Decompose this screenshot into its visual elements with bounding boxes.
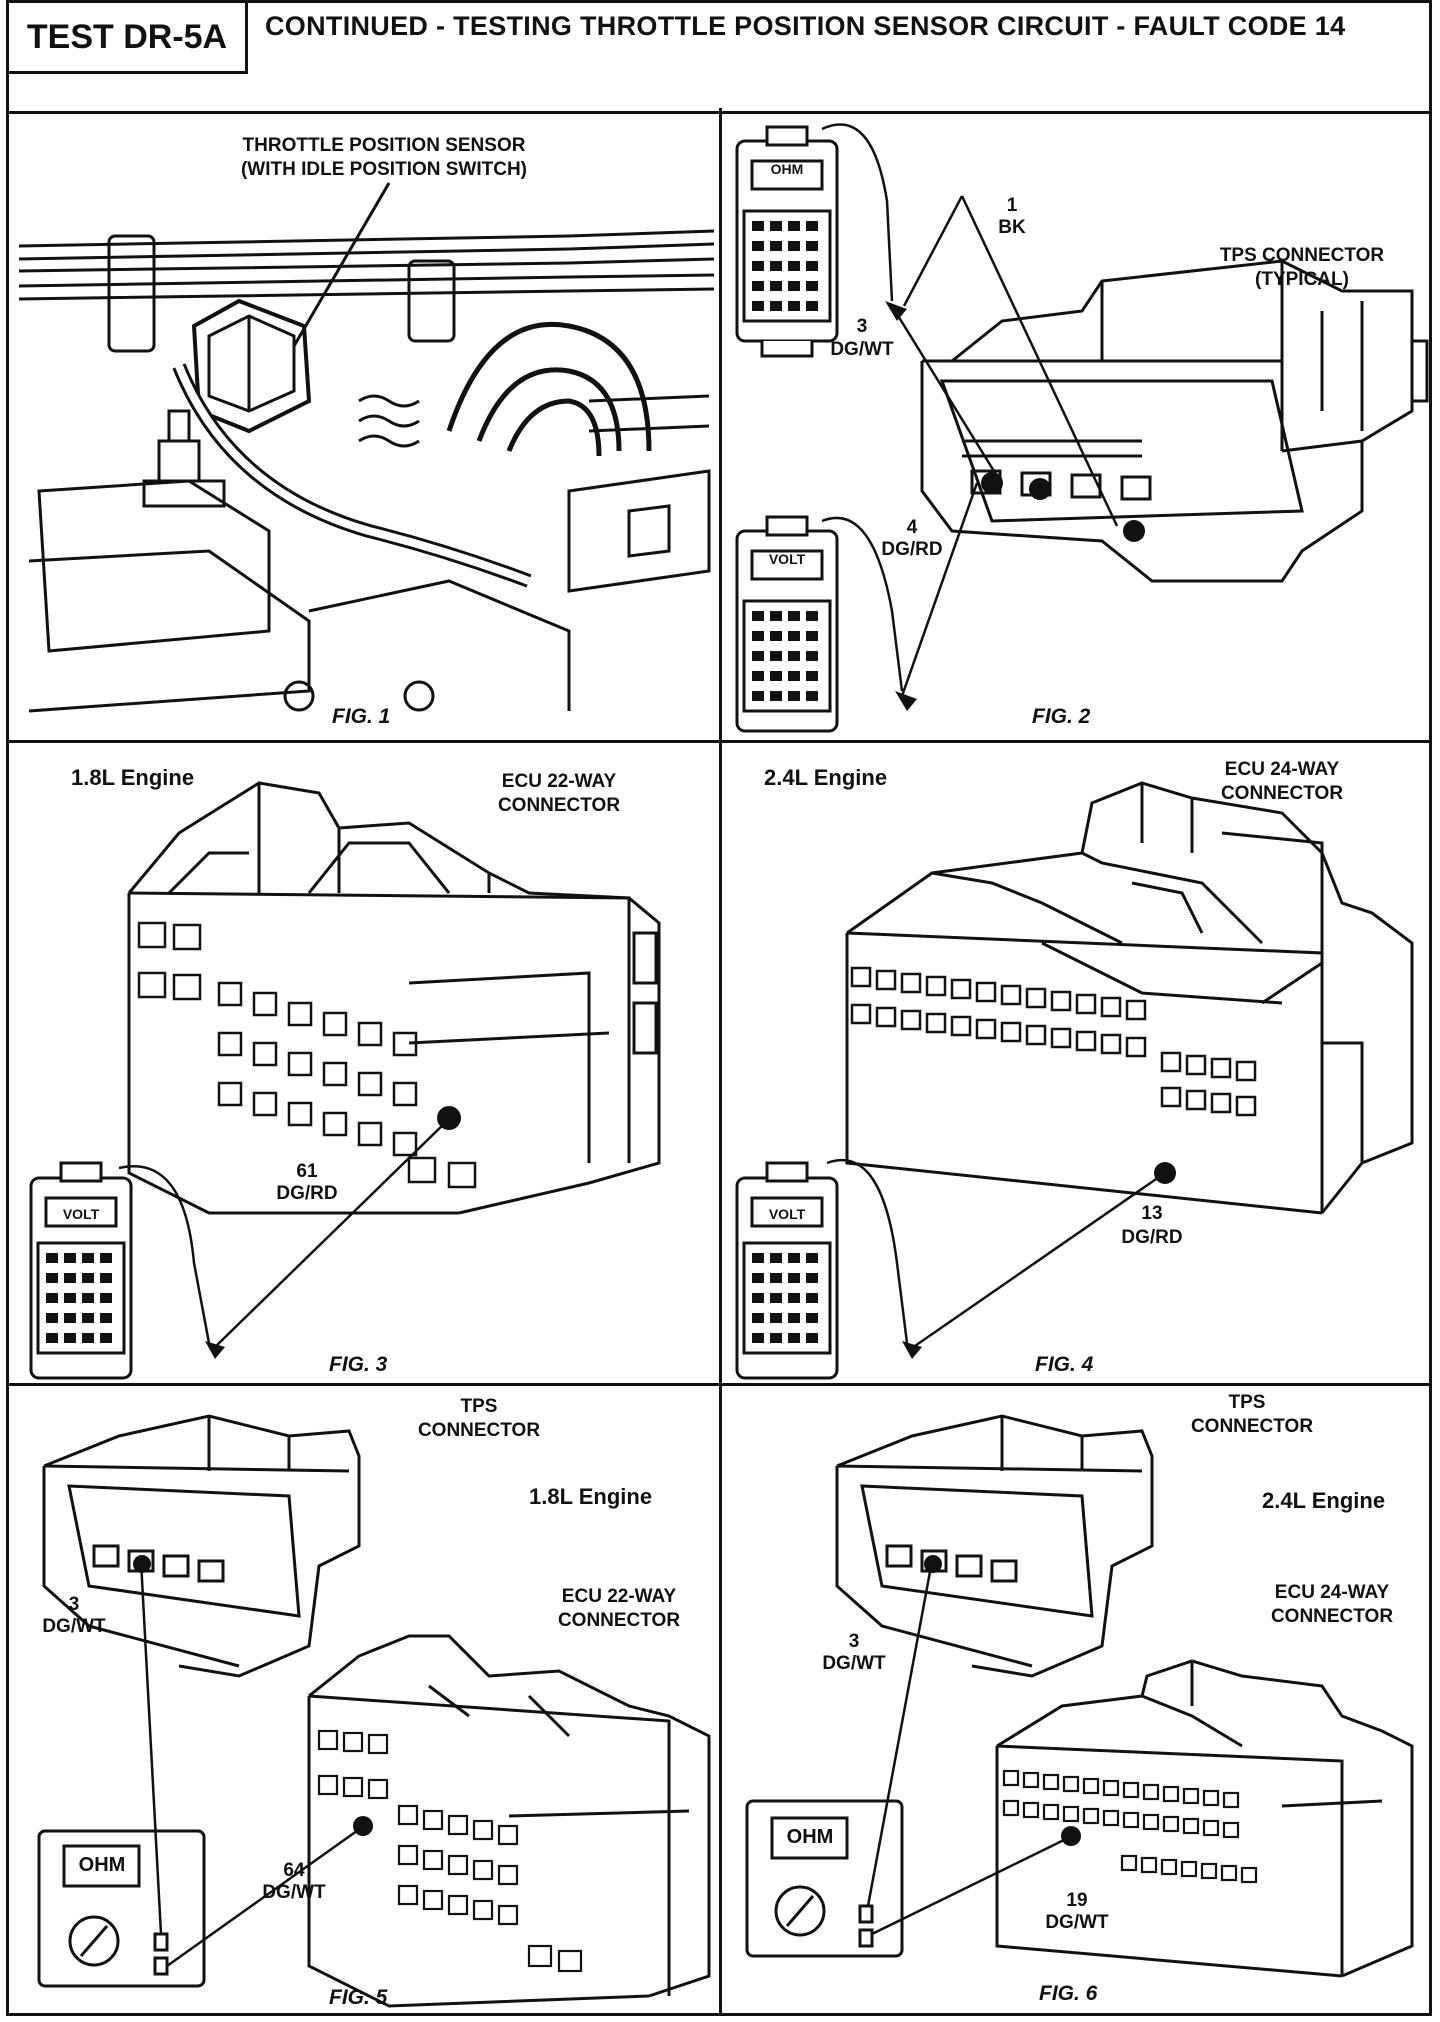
pin3-number: 3 bbox=[856, 316, 868, 337]
fig6-tps-line2: CONNECTOR bbox=[1190, 1416, 1314, 1437]
ecu24-pin-grid bbox=[1002, 1769, 1258, 1884]
fig5-tps-pin-number: 3 bbox=[68, 1594, 80, 1615]
fig2-panel: OHM VOLT 1 BK TPS CONNECTOR (TYPICAL) 3 … bbox=[722, 111, 1429, 740]
pin3-wire: DG/WT bbox=[830, 339, 894, 360]
tps-connector-illustration bbox=[735, 123, 1429, 733]
fig4-label: FIG. 4 bbox=[1035, 1353, 1094, 1376]
ohmmeter bbox=[745, 1799, 904, 1958]
ecu22-pin-grid bbox=[317, 1729, 583, 1973]
tps-to-ecu22-continuity-illustration bbox=[37, 1414, 711, 2008]
drb-keypad bbox=[46, 1253, 112, 1343]
ecu22-label-line1: ECU 22-WAY bbox=[501, 771, 617, 792]
ohmmeter-display: OHM bbox=[786, 1826, 834, 1848]
fig6-tps-line1: TPS bbox=[1228, 1392, 1266, 1413]
fig6-panel: TPS CONNECTOR 2.4L Engine ECU 24-WAY CON… bbox=[722, 1386, 1429, 2016]
fig6-tps-pin-wire: DG/WT bbox=[822, 1653, 886, 1674]
fig6-ecu-pin-wire: DG/WT bbox=[1045, 1912, 1109, 1933]
fig1-label: FIG. 1 bbox=[332, 705, 391, 728]
fig5-panel: TPS CONNECTOR 1.8L Engine ECU 22-WAY CON… bbox=[9, 1386, 719, 2016]
fig5-tps-line1: TPS bbox=[460, 1396, 498, 1417]
drb-display: VOLT bbox=[62, 1206, 100, 1222]
ecu22-pin-grid bbox=[137, 921, 477, 1189]
tps-to-ecu24-continuity-illustration bbox=[745, 1414, 1414, 1978]
tps-connector-line2: (TYPICAL) bbox=[1255, 269, 1349, 290]
drb-bottom-display: VOLT bbox=[768, 551, 806, 567]
ecu24-label-line2: CONNECTOR bbox=[1220, 783, 1344, 804]
drb-bottom-keypad bbox=[752, 611, 818, 701]
fig6-engine-label: 2.4L Engine bbox=[1262, 1488, 1386, 1513]
fig5-ecu-line1: ECU 22-WAY bbox=[561, 1586, 677, 1607]
drb-top-display: OHM bbox=[770, 161, 804, 177]
ecu-24-way-connector-illustration bbox=[735, 781, 1414, 1380]
column-divider bbox=[719, 108, 722, 2016]
ecu-22-way-connector-illustration bbox=[29, 781, 661, 1380]
fig3-label: FIG. 3 bbox=[329, 1353, 388, 1376]
fig4-panel: 2.4L Engine ECU 24-WAY CONNECTOR 13 DG/R… bbox=[722, 743, 1429, 1383]
fig5-tps-line2: CONNECTOR bbox=[417, 1420, 541, 1441]
row-divider-1 bbox=[9, 740, 1429, 743]
fig6-ecu-line2: CONNECTOR bbox=[1270, 1606, 1394, 1627]
ecu24-pin-grid bbox=[850, 966, 1257, 1117]
drb-tool bbox=[29, 1161, 133, 1380]
pin1-wire: BK bbox=[998, 217, 1026, 238]
fig5-engine-label: 1.8L Engine bbox=[529, 1484, 653, 1509]
fig5-label: FIG. 5 bbox=[329, 1986, 388, 2009]
fig6-tps-pin-number: 3 bbox=[848, 1631, 860, 1652]
fig5-ecu-pin-number: 64 bbox=[283, 1860, 305, 1881]
fig5-ecu-pin-wire: DG/WT bbox=[262, 1882, 326, 1903]
tps-callout-line1: THROTTLE POSITION SENSOR bbox=[242, 135, 526, 156]
page-title: CONTINUED - TESTING THROTTLE POSITION SE… bbox=[265, 11, 1346, 41]
fig4-engine-label: 2.4L Engine bbox=[764, 765, 888, 790]
drb-top-keypad bbox=[752, 221, 818, 311]
ecu22-label-line2: CONNECTOR bbox=[497, 795, 621, 816]
ohmmeter bbox=[37, 1829, 206, 1988]
test-id-box: TEST DR-5A bbox=[9, 3, 248, 74]
fig6-ecu-line1: ECU 24-WAY bbox=[1274, 1582, 1390, 1603]
pin61-wire: DG/RD bbox=[276, 1183, 338, 1204]
tps-callout-line2: (WITH IDLE POSITION SWITCH) bbox=[240, 159, 528, 180]
pin61-number: 61 bbox=[296, 1161, 318, 1182]
drb-display: VOLT bbox=[768, 1206, 806, 1222]
ecu24-label-line1: ECU 24-WAY bbox=[1224, 759, 1340, 780]
tps-connector-line1: TPS CONNECTOR bbox=[1219, 245, 1385, 266]
fig2-label: FIG. 2 bbox=[1032, 705, 1091, 728]
fig5-ecu-line2: CONNECTOR bbox=[557, 1610, 681, 1631]
fig6-label: FIG. 6 bbox=[1039, 1982, 1098, 2005]
pin13-wire: DG/RD bbox=[1121, 1227, 1183, 1248]
engine-bay-illustration bbox=[18, 182, 715, 713]
drb-tool bbox=[735, 1161, 839, 1380]
fig3-panel: 1.8L Engine ECU 22-WAY CONNECTOR 61 DG/R… bbox=[9, 743, 719, 1383]
row-divider-2 bbox=[9, 1383, 1429, 1386]
pin4-number: 4 bbox=[906, 517, 918, 538]
service-manual-page: TEST DR-5A CONTINUED - TESTING THROTTLE … bbox=[6, 0, 1432, 2016]
ohmmeter-display: OHM bbox=[78, 1854, 126, 1876]
pin13-number: 13 bbox=[1141, 1203, 1163, 1224]
pin1-number: 1 bbox=[1006, 195, 1018, 216]
page-header: TEST DR-5A CONTINUED - TESTING THROTTLE … bbox=[9, 3, 1429, 114]
fig6-ecu-pin-number: 19 bbox=[1066, 1890, 1088, 1911]
fig3-engine-label: 1.8L Engine bbox=[71, 765, 195, 790]
pin4-wire: DG/RD bbox=[881, 539, 943, 560]
fig5-tps-pin-wire: DG/WT bbox=[42, 1616, 106, 1637]
drb-keypad bbox=[752, 1253, 818, 1343]
fig1-panel: THROTTLE POSITION SENSOR (WITH IDLE POSI… bbox=[9, 111, 719, 740]
